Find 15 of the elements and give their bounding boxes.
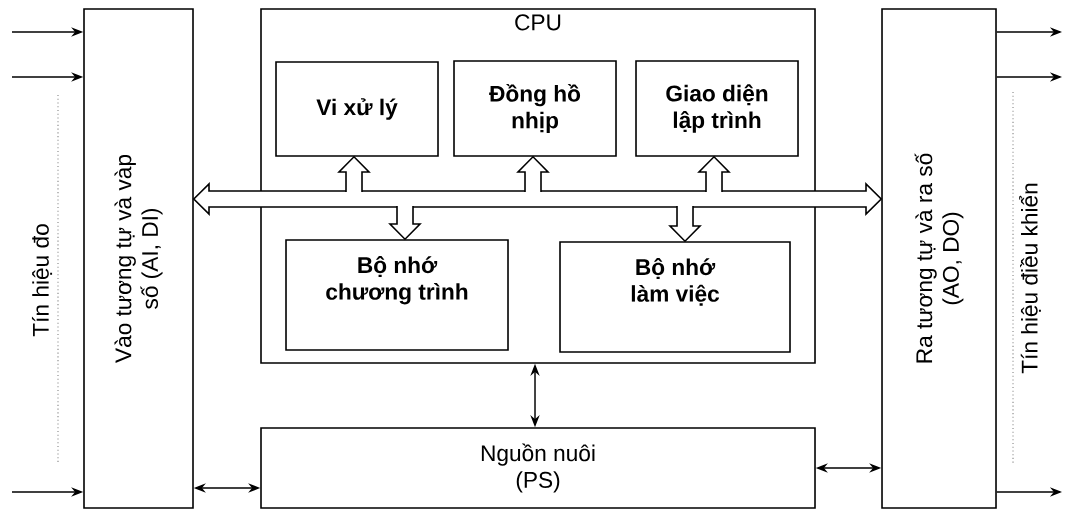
bus-arrow (337, 155, 371, 193)
function-box: Giao diện lập trình (635, 60, 799, 157)
signal-label: Tín hiệu đo (31, 224, 53, 337)
bus-arrow (388, 205, 422, 241)
output-module-box: Ra tương tự và ra số (AO, DO) (881, 8, 997, 509)
input-module-box: Vào tương tự và vàp số (AI, DI) (83, 8, 194, 509)
signal-label: Tín hiệu điều khiển (1019, 183, 1041, 374)
power-supply-box: Nguồn nuôi (PS) (260, 427, 816, 509)
memory-box: Bộ nhớ làm việc (559, 241, 791, 353)
bus-arrow (668, 205, 702, 243)
memory-box: Bộ nhớ chương trình (285, 239, 509, 351)
bus-arrow (516, 155, 550, 193)
function-box: Đồng hồ nhịp (453, 60, 617, 157)
bus-arrow (697, 155, 731, 193)
function-box: Vi xử lý (275, 61, 439, 157)
